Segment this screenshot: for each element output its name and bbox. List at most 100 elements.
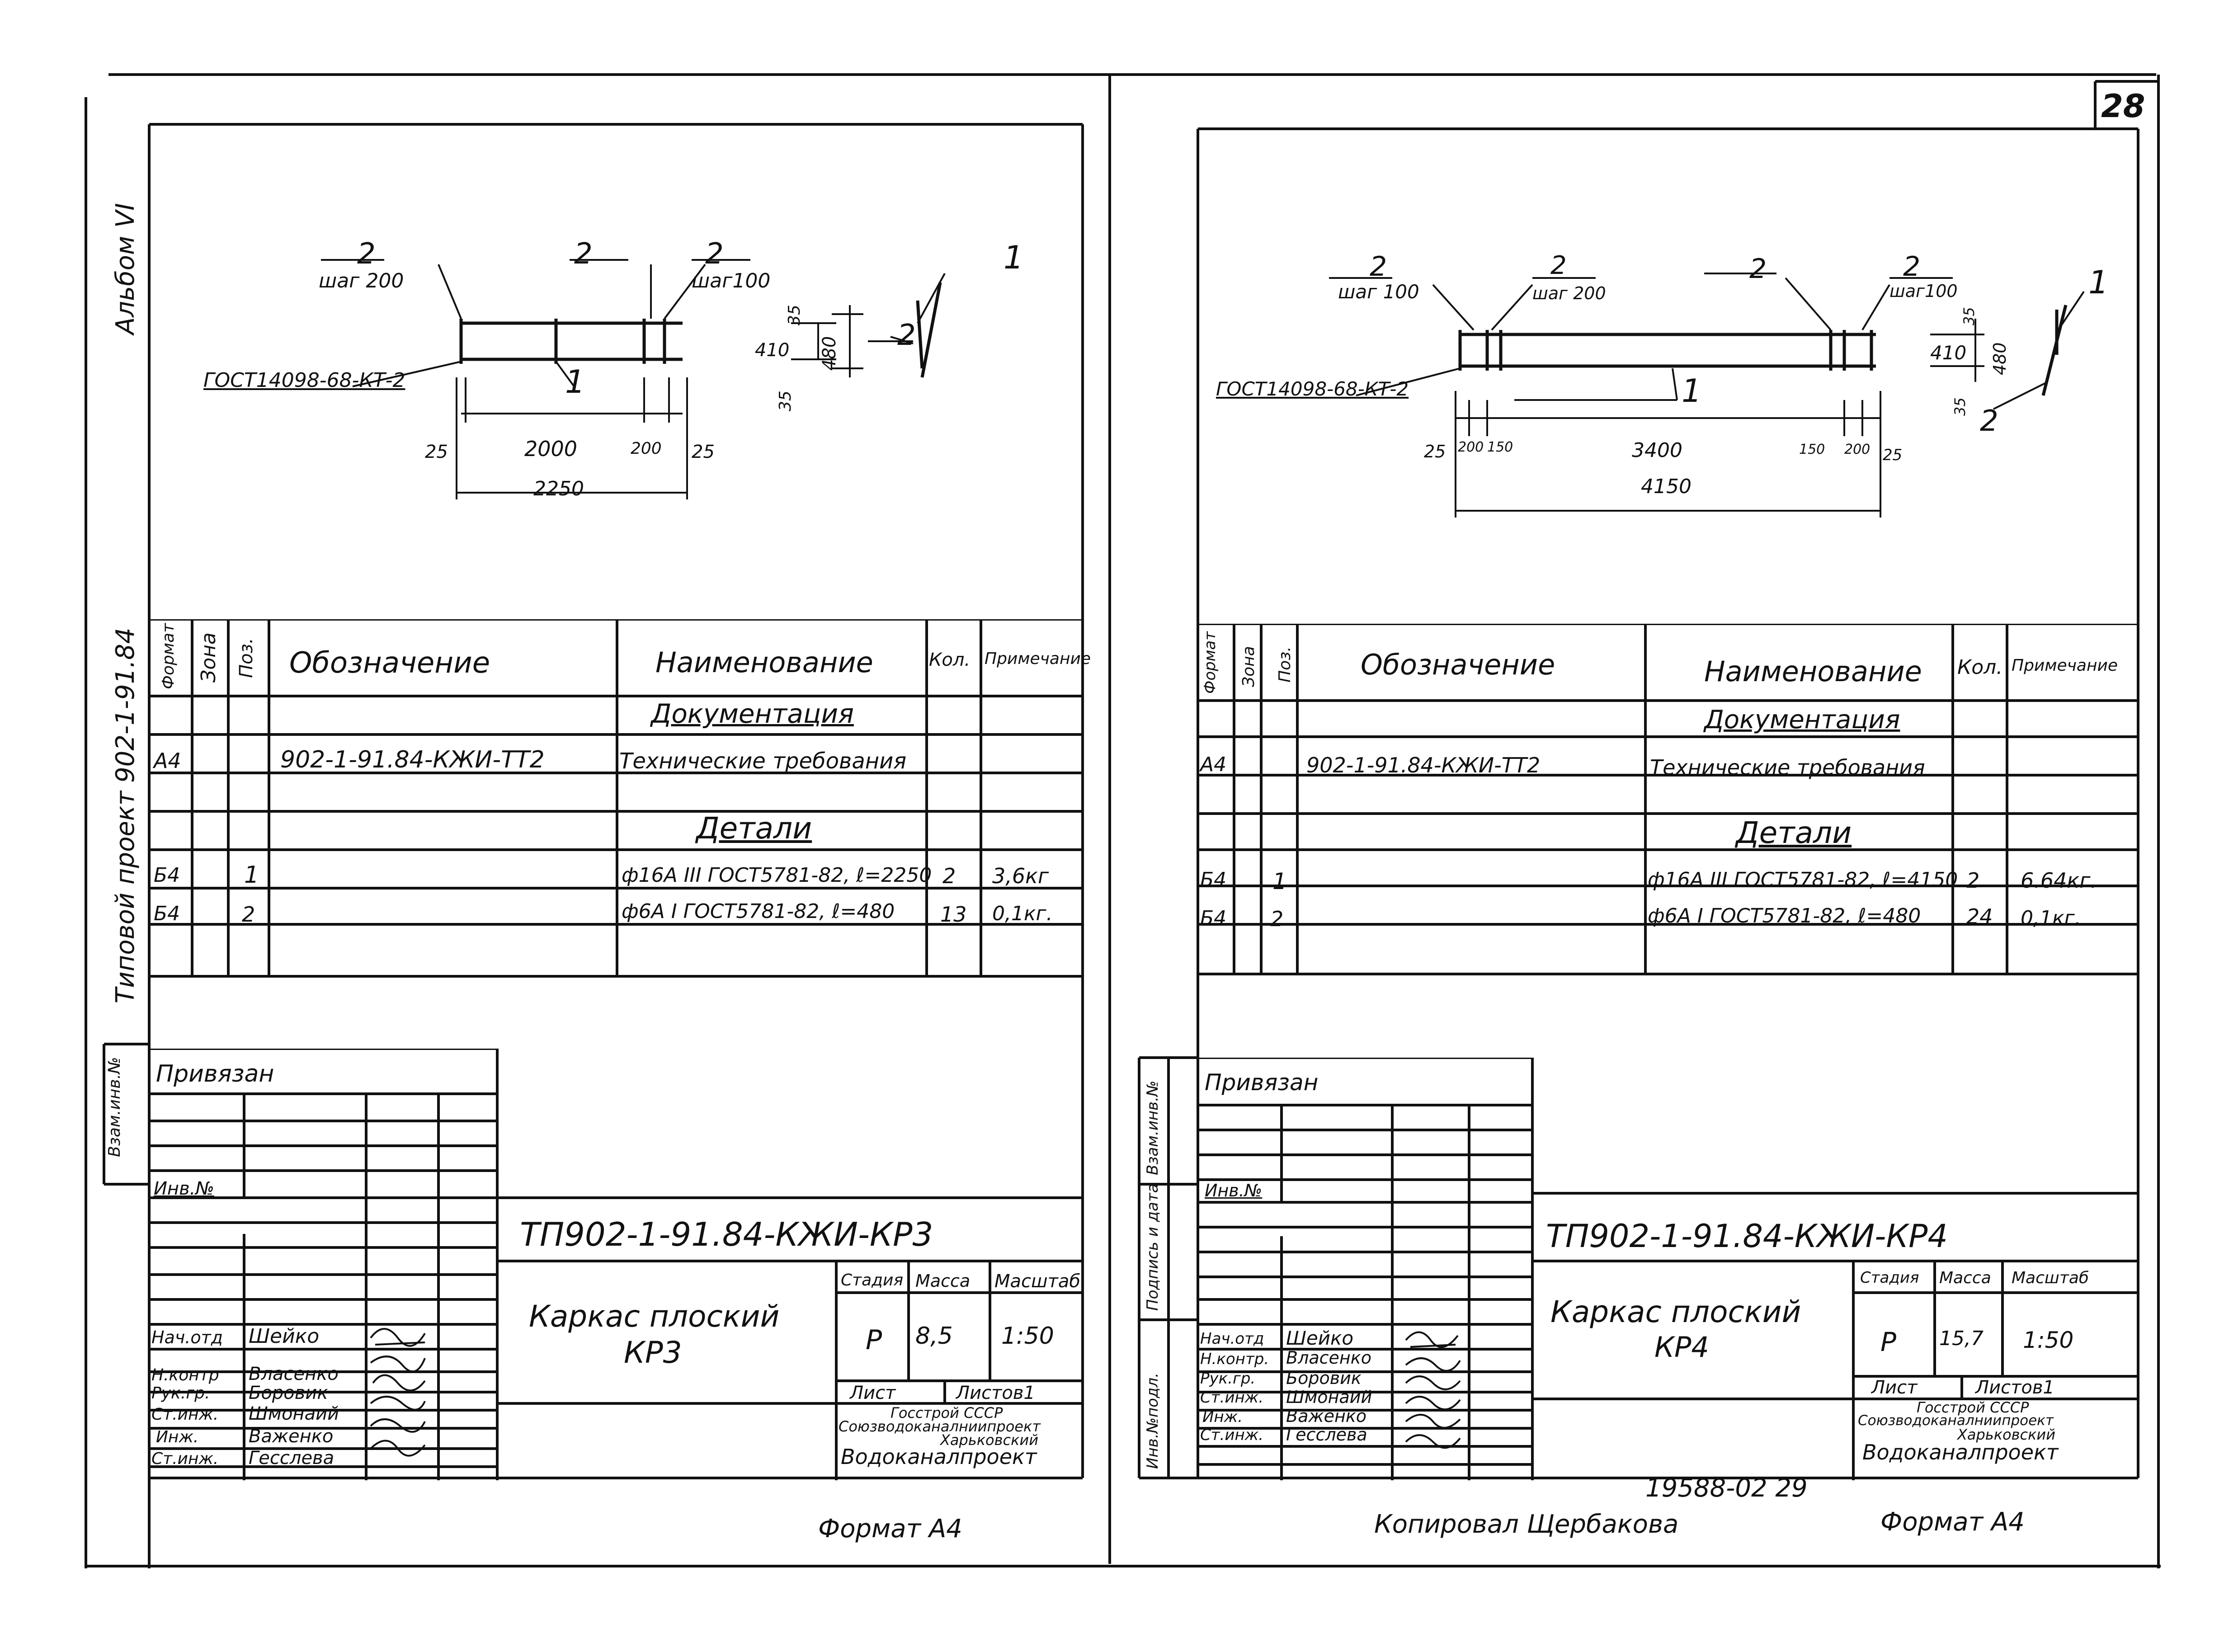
kp4-role-5: Инж. — [1202, 1408, 1243, 1426]
kp3-privyazan: Привязан — [156, 1060, 274, 1087]
kp3-doc-format: А4 — [154, 748, 181, 773]
kp4-org-1: Госстрой СССР — [1917, 1399, 2029, 1416]
kp3-gost-label: ГОСТ14098-68-КТ-2 — [203, 369, 405, 392]
kp4-stage: Р — [1880, 1327, 1896, 1357]
kp3-dim-35-bottom: 35 — [776, 391, 795, 411]
kp4-doc-name: Технические требования — [1650, 755, 1925, 780]
kp3-hdr-pos: Поз. — [236, 638, 257, 678]
kp3-row1-note: 3,6кг — [992, 864, 1049, 888]
kp3-org-4: Водоканалпроект — [841, 1445, 1037, 1469]
kp3-title-line1: Каркас плоский — [529, 1299, 780, 1334]
kp4-pos2-label-1: 2 — [1370, 251, 1387, 282]
kp3-name-2: Власенко — [249, 1364, 339, 1384]
kp3-pos2-label-mid: 2 — [574, 237, 593, 271]
kp4-dim-total: 4150 — [1641, 475, 1692, 498]
kp4-name-2: Власенко — [1286, 1348, 1371, 1368]
kp3-stage: Р — [866, 1324, 882, 1356]
kp3-step-right: шаг100 — [692, 269, 771, 292]
kp3-step-left: шаг 200 — [319, 269, 404, 292]
kp3-row1-qty: 2 — [942, 864, 956, 888]
kp4-col-scale: Масштаб — [2012, 1269, 2089, 1287]
kp4-pos1-label: 1 — [1682, 372, 1702, 409]
kp3-format-label: Формат А4 — [818, 1514, 962, 1544]
kp4-pos2-label-3: 2 — [1749, 253, 1767, 285]
right-stamp-3: Взам.инв.№ — [1144, 1080, 1162, 1175]
kp4-org-3: Харьковский — [1957, 1426, 2055, 1443]
kp4-org-2: Союзводоканалниипроект — [1858, 1412, 2054, 1429]
kp4-row2-qty: 24 — [1966, 904, 1993, 929]
signature-stroke — [370, 1396, 426, 1411]
signature-stroke — [1405, 1357, 1461, 1372]
kp3-sheet: Лист — [850, 1383, 896, 1403]
kp3-row2-name: ф6А I ГОСТ5781-82, ℓ=480 — [622, 900, 895, 923]
title-block-grid-kp3 — [149, 1049, 1083, 1480]
signature-stroke — [1405, 1414, 1461, 1429]
kp4-row1-name: ф16А III ГОСТ5781-82, ℓ=4150 — [1648, 868, 1958, 891]
kp4-footer-number: 19588-02 29 — [1645, 1473, 1808, 1503]
signature-stroke — [1405, 1331, 1459, 1348]
kp3-scale: 1:50 — [1001, 1323, 1054, 1350]
kp4-step-mid: шаг 200 — [1532, 283, 1606, 303]
right-stamp-1: Инв.№подл. — [1144, 1373, 1162, 1469]
kp4-role-4: Ст.инж. — [1200, 1388, 1264, 1407]
kp4-name-4: Шмонаий — [1286, 1387, 1372, 1407]
kp3-title-line2: КР3 — [624, 1335, 682, 1370]
kp4-role-2: Н.контр. — [1200, 1350, 1269, 1368]
kp4-dim-200-right: 200 — [1844, 442, 1871, 457]
kp4-pos2-label-4: 2 — [1903, 251, 1921, 282]
kp4-hdr-zone: Зона — [1239, 646, 1258, 687]
kp3-pos2-label-right: 2 — [705, 237, 724, 271]
kp4-scale: 1:50 — [2023, 1327, 2074, 1353]
spec-table-grid-kp3 — [149, 619, 1083, 978]
kp4-drawing-code: ТП902-1-91.84-КЖИ-КР4 — [1546, 1218, 1948, 1255]
kp4-doc-designation: 902-1-91.84-КЖИ-ТТ2 — [1306, 753, 1541, 777]
kp4-hdr-note: Примечание — [2012, 656, 2118, 675]
kp3-doc-designation: 902-1-91.84-КЖИ-ТТ2 — [280, 746, 545, 773]
signature-stroke — [1405, 1375, 1461, 1390]
kp4-dim-410: 410 — [1930, 342, 1967, 364]
kp3-org-3: Харьковский — [940, 1431, 1038, 1449]
kp3-role-1: Нач.отд — [151, 1327, 223, 1347]
kp4-dim-3400: 3400 — [1632, 439, 1682, 462]
kp4-gost-label: ГОСТ14098-68-КТ-2 — [1216, 378, 1409, 400]
kp4-dim-150-right: 150 — [1799, 442, 1825, 457]
kp3-dim-480: 480 — [819, 336, 840, 371]
kp3-doc-name: Технические требования — [619, 748, 907, 774]
kp3-dim-200: 200 — [631, 439, 662, 458]
kp3-pos1-label: 1 — [565, 363, 585, 400]
kp3-hdr-note: Примечание — [985, 650, 1091, 668]
signature-stroke — [370, 1355, 426, 1373]
kp3-dim-total: 2250 — [533, 477, 584, 500]
kp4-row1-format: Б4 — [1200, 868, 1227, 891]
kp4-format-label: Формат А4 — [1880, 1507, 2025, 1537]
kp4-section-doc: Документация — [1704, 705, 1900, 734]
kp3-dim-35-top: 35 — [785, 305, 804, 325]
kp3-dim-25-left: 25 — [425, 442, 448, 462]
album-label: Альбом VI — [111, 203, 140, 334]
kp3-col-stage: Стадия — [841, 1271, 904, 1290]
kp4-row2-format: Б4 — [1200, 907, 1227, 930]
kp3-row1-format: Б4 — [154, 864, 180, 887]
kp3-pos2-label-left: 2 — [357, 237, 376, 271]
kp3-col-scale: Масштаб — [994, 1271, 1081, 1292]
kp3-pos2-section: 2 — [897, 319, 916, 352]
kp4-dim-25-right: 25 — [1883, 446, 1903, 464]
kp4-hdr-qty: Кол. — [1957, 656, 2003, 679]
kp4-title-line2: КР4 — [1654, 1331, 1709, 1364]
kp4-col-mass: Масса — [1939, 1269, 1991, 1287]
kp4-dim-150-left: 150 — [1487, 439, 1513, 455]
kp4-name-3: Боровик — [1286, 1368, 1362, 1388]
kp4-name-5: Важенко — [1286, 1406, 1367, 1426]
kp3-hdr-zone: Зона — [197, 632, 220, 682]
kp3-name-6: Гесслева — [249, 1448, 335, 1468]
kp4-dim-480: 480 — [1990, 342, 2010, 375]
kp4-hdr-format: Формат — [1201, 631, 1219, 694]
kp3-row2-pos: 2 — [242, 902, 255, 927]
kp3-signatures — [370, 1328, 426, 1457]
kp3-section-parts: Детали — [696, 811, 812, 846]
kp4-section-parts: Детали — [1736, 815, 1852, 850]
kp3-hdr-name: Наименование — [655, 646, 873, 679]
signature-stroke — [370, 1440, 426, 1457]
kp4-pos2-section: 2 — [1980, 405, 1998, 438]
